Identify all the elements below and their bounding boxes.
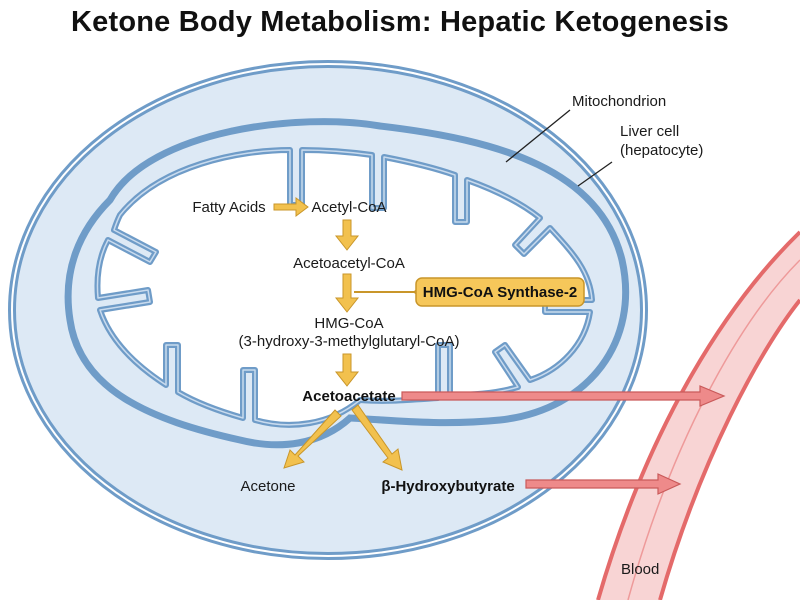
label-acetoacetyl-coa: Acetoacetyl-CoA xyxy=(293,255,405,272)
liver-cell-pointer xyxy=(577,161,613,187)
label-hmg-coa-full: (3-hydroxy-3-methylglutaryl-CoA) xyxy=(239,333,460,350)
enzyme-box: HMG-CoA Synthase-2 xyxy=(415,277,585,307)
pathway-arrows xyxy=(273,197,403,471)
enzyme-label: HMG-CoA Synthase-2 xyxy=(423,284,577,301)
label-mitochondrion: Mitochondrion xyxy=(572,93,666,110)
label-acetone: Acetone xyxy=(240,478,295,495)
blood-vessel xyxy=(590,230,800,600)
arrow-acetoacetate-to-acetone xyxy=(283,409,342,469)
arrow-bhb-to-blood xyxy=(525,473,682,495)
page-title: Ketone Body Metabolism: Hepatic Ketogene… xyxy=(71,6,729,38)
arrow-acetoacetate-to-blood xyxy=(401,385,726,407)
label-hmg-coa: HMG-CoA xyxy=(314,315,383,332)
export-arrows xyxy=(401,385,726,495)
label-liver-cell: Liver cell xyxy=(620,123,679,140)
label-acetyl-coa: Acetyl-CoA xyxy=(311,199,386,216)
arrow-acetoacetate-to-bhb xyxy=(351,404,403,471)
label-hepatocyte: (hepatocyte) xyxy=(620,142,703,159)
label-fatty-acids: Fatty Acids xyxy=(192,199,265,216)
arrow-acetyl-to-acetoacetyl xyxy=(334,219,360,251)
arrow-fatty-to-acetyl xyxy=(273,197,309,217)
label-beta-hydroxybutyrate: β-Hydroxybutyrate xyxy=(381,478,514,495)
arrow-acetoacetyl-to-hmg xyxy=(334,273,360,313)
label-acetoacetate: Acetoacetate xyxy=(302,388,395,405)
arrow-hmg-to-acetoacetate xyxy=(334,353,360,387)
mitochondrion-pointer xyxy=(505,109,571,163)
label-blood: Blood xyxy=(621,561,659,578)
